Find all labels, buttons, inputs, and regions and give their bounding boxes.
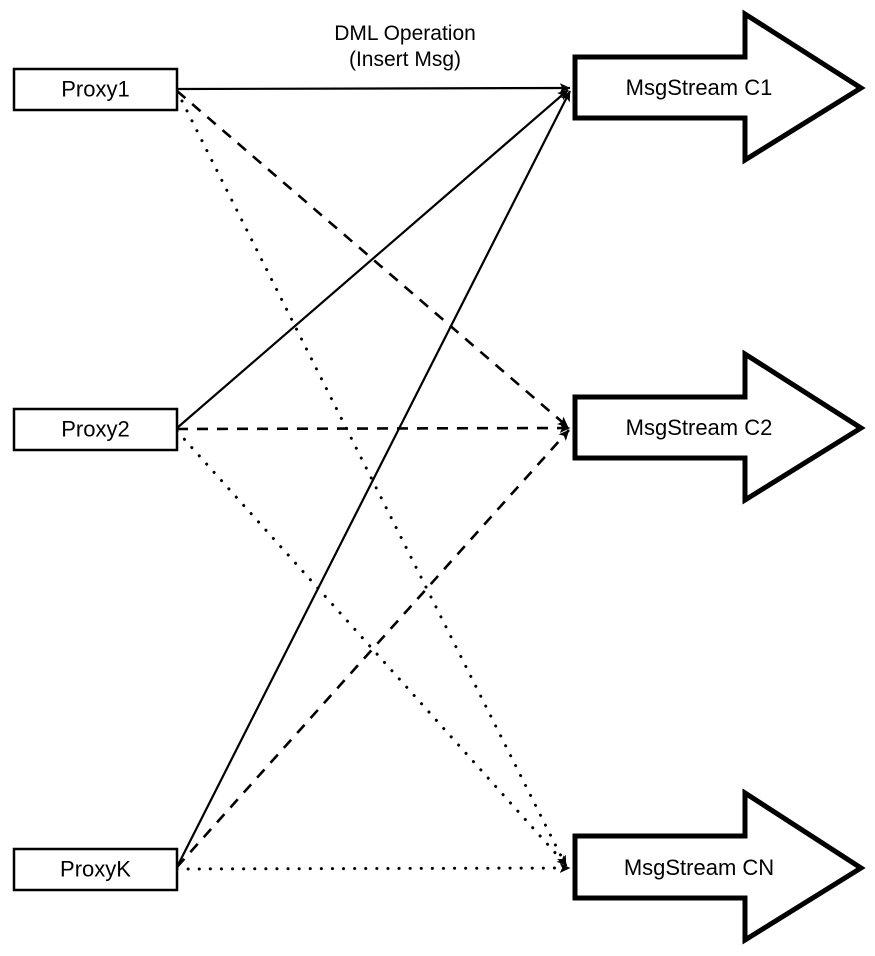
edge-label-line2: (Insert Msg) <box>349 48 461 71</box>
edge-layer <box>175 83 572 873</box>
msgstream-node-cn[interactable]: MsgStream CN <box>572 788 866 945</box>
msgstream-node-c2[interactable]: MsgStream C2 <box>572 349 866 505</box>
proxy-label-proxy2: Proxy2 <box>61 416 129 441</box>
edge-proxyk-to-c1 <box>176 90 571 868</box>
proxy-box-rect-proxy2[interactable] <box>12 407 179 452</box>
msgstream-label-c1: MsgStream C1 <box>626 75 773 100</box>
msgstream-label-c2: MsgStream C2 <box>626 415 773 440</box>
proxy-node-proxyk[interactable]: ProxyK <box>12 847 179 892</box>
msgstream-arrow-shape-c1[interactable] <box>572 9 866 165</box>
msgstream-arrow-shape-c2[interactable] <box>572 349 866 505</box>
proxy-label-proxy1: Proxy1 <box>61 76 129 101</box>
edge-proxy1-to-cn <box>175 89 568 868</box>
proxy-node-proxy2[interactable]: Proxy2 <box>12 407 179 452</box>
edge-proxy2-to-c1 <box>176 89 569 429</box>
proxy-node-proxy1[interactable]: Proxy1 <box>12 67 179 112</box>
edge-proxyk-to-cn <box>175 863 572 873</box>
edge-proxy2-to-c2 <box>176 423 571 433</box>
proxy-box-rect-proxy1[interactable] <box>12 67 179 112</box>
edge-proxyk-to-c2 <box>176 429 570 868</box>
edge-proxy1-to-c2 <box>176 90 569 428</box>
msgstream-arrow-shape-cn[interactable] <box>572 788 866 945</box>
edge-label-line1: DML Operation <box>334 22 476 45</box>
edge-label-dml-operation: DML Operation (Insert Msg) <box>334 22 476 71</box>
msgstream-node-c1[interactable]: MsgStream C1 <box>572 9 866 165</box>
msgstream-label-cn: MsgStream CN <box>624 855 774 880</box>
proxy-box-rect-proxyk[interactable] <box>12 847 179 892</box>
proxy-label-proxyk: ProxyK <box>60 856 131 881</box>
edge-proxy1-to-c1 <box>176 83 571 93</box>
